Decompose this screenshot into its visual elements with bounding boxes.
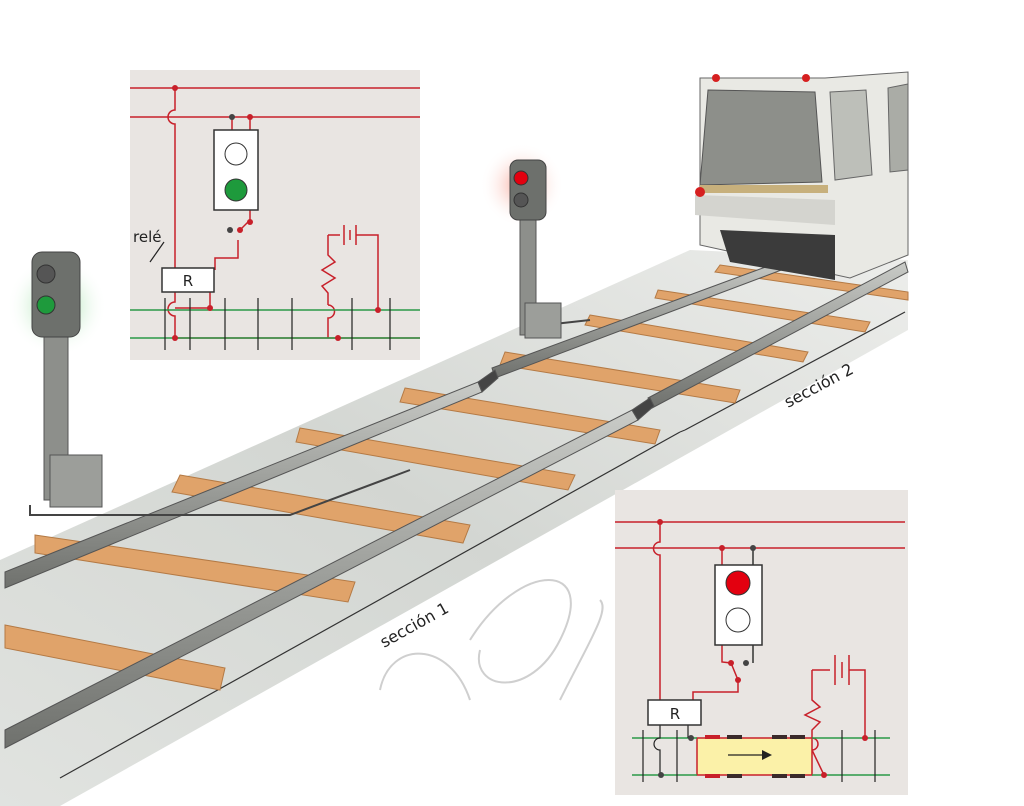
relay-label: relé [133, 228, 161, 246]
signal-lamp-off [513, 192, 529, 208]
signal-lamp-green [36, 295, 56, 315]
circuit-inset-occupied: R [615, 490, 908, 795]
train [695, 71, 909, 280]
rails [4, 257, 909, 749]
lamp-green [224, 178, 248, 202]
relay-box [49, 454, 103, 508]
section-1-boundary [59, 431, 681, 779]
signal-lamp-off [36, 264, 56, 284]
circuit-inset-clear: R relé [130, 70, 420, 360]
relay-box-label: R [183, 272, 193, 290]
relay-box-label: R [670, 705, 680, 723]
signal-section-2-red [480, 143, 564, 339]
watermark [379, 579, 604, 701]
left-signal-track-wire [29, 469, 411, 516]
lamp-red [725, 570, 751, 596]
arrow-icon [762, 750, 772, 760]
relay-symbol [647, 699, 702, 726]
signal-lamp-red [513, 170, 529, 186]
relay-symbol [161, 267, 215, 293]
lamp-white [725, 607, 751, 633]
section-2-boundary [684, 311, 906, 431]
lamp-white [224, 142, 248, 166]
relay-box [524, 302, 562, 339]
signal-section-1-green [7, 251, 107, 508]
